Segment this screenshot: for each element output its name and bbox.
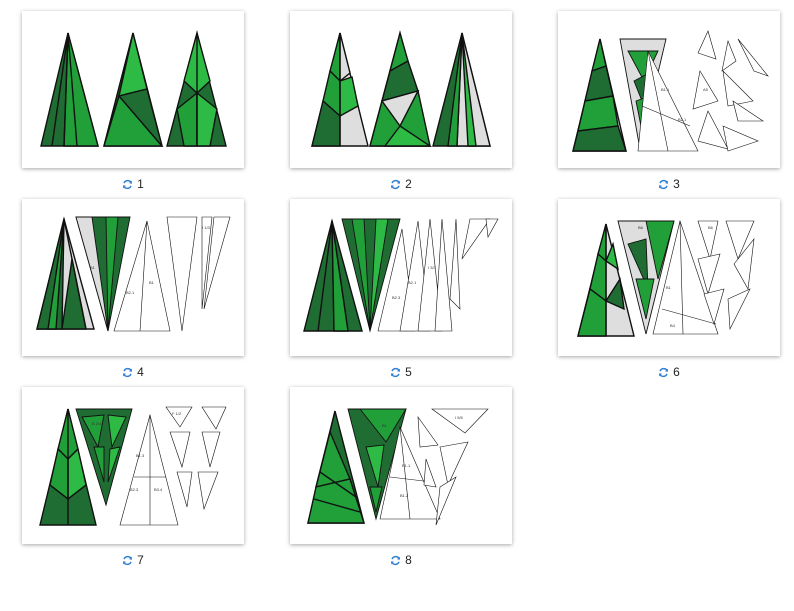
caption-4: 4 — [22, 364, 244, 380]
svg-text:B6: B6 — [708, 225, 714, 230]
thumbnail-number: 2 — [405, 177, 412, 191]
svg-text:A5: A5 — [703, 87, 709, 92]
svg-text:B2.1: B2.1 — [678, 117, 687, 122]
caption-1: 1 — [22, 176, 244, 192]
thumbnail-number: 7 — [137, 553, 144, 567]
svg-text:B2.1: B2.1 — [126, 290, 135, 295]
caption-8: 8 — [290, 552, 512, 568]
svg-text:I 3/3: I 3/3 — [428, 265, 437, 270]
svg-text:F 1/2: F 1/2 — [172, 411, 182, 416]
caption-7: 7 — [22, 552, 244, 568]
svg-text:B1: B1 — [90, 265, 96, 270]
svg-text:B1.2: B1.2 — [400, 493, 409, 498]
sync-icon — [391, 555, 401, 565]
svg-text:B6: B6 — [638, 225, 644, 230]
svg-text:I 5/5: I 5/5 — [455, 415, 464, 420]
thumbnail-2[interactable] — [290, 11, 512, 168]
svg-text:B4: B4 — [670, 323, 676, 328]
svg-text:B2.3: B2.3 — [392, 295, 401, 300]
svg-text:B2.1: B2.1 — [408, 280, 417, 285]
svg-text:B1.1: B1.1 — [402, 463, 411, 468]
tree-pattern-image: B1 B2.1 B1 I 1/3 — [36, 216, 231, 332]
thumbnail-5[interactable]: B2.3 B2.1 I 3/3 — [290, 199, 512, 356]
sync-icon — [123, 179, 133, 189]
thumbnail-3[interactable]: B1.1 B2.1 A5 — [558, 11, 780, 168]
thumbnail-6[interactable]: B6 B1 B4 B6 — [558, 199, 780, 356]
svg-text:B1.3: B1.3 — [136, 453, 145, 458]
thumbnail-number: 8 — [405, 553, 412, 567]
sync-icon — [391, 367, 401, 377]
svg-text:B1.1: B1.1 — [661, 87, 670, 92]
thumbnail-number: 6 — [673, 365, 680, 379]
tree-pattern-image: B2.3 B2.1 I 3/3 — [303, 218, 499, 333]
svg-text:B1: B1 — [666, 285, 672, 290]
thumbnail-number: 1 — [137, 177, 144, 191]
sync-icon — [123, 367, 133, 377]
caption-5: 5 — [290, 364, 512, 380]
svg-text:B2.3: B2.3 — [130, 487, 139, 492]
tree-pattern-image — [40, 30, 227, 147]
caption-3: 3 — [558, 176, 780, 192]
tree-pattern-image: B1 B1.1 B1.2 I 5/5 — [307, 408, 489, 526]
caption-6: 6 — [558, 364, 780, 380]
tree-pattern-image — [311, 30, 491, 147]
svg-text:I 1/3: I 1/3 — [202, 225, 211, 230]
sync-icon — [391, 179, 401, 189]
sync-icon — [659, 367, 669, 377]
tree-pattern-image: B 2/4 B1.3 B2.3 B3.4 F 1/2 — [39, 406, 227, 526]
caption-2: 2 — [290, 176, 512, 192]
svg-text:B 2/4: B 2/4 — [92, 421, 102, 426]
tree-pattern-image: B1.1 B2.1 A5 — [572, 30, 769, 152]
svg-text:B1: B1 — [382, 423, 388, 428]
tree-pattern-image: B6 B1 B4 B6 — [577, 219, 755, 337]
thumbnail-4[interactable]: B1 B2.1 B1 I 1/3 — [22, 199, 244, 356]
thumbnail-number: 3 — [673, 177, 680, 191]
svg-text:B3.4: B3.4 — [154, 487, 163, 492]
thumbnail-1[interactable] — [22, 11, 244, 168]
thumbnail-7[interactable]: B 2/4 B1.3 B2.3 B3.4 F 1/2 — [22, 387, 244, 544]
thumbnail-8[interactable]: B1 B1.1 B1.2 I 5/5 — [290, 387, 512, 544]
thumbnail-number: 5 — [405, 365, 412, 379]
thumbnail-number: 4 — [137, 365, 144, 379]
sync-icon — [659, 179, 669, 189]
svg-text:B1: B1 — [149, 280, 155, 285]
sync-icon — [123, 555, 133, 565]
